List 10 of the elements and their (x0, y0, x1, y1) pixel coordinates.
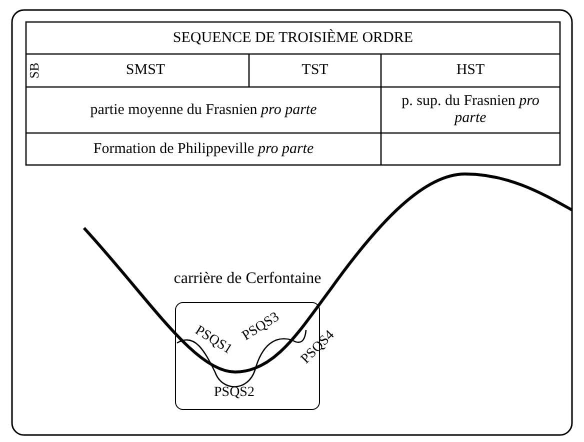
column-header: HST (456, 62, 485, 79)
table-header: SEQUENCE DE TROISIÈME ORDRE (172, 30, 414, 46)
table-cell: partie moyenne du Frasnien pro parte (90, 102, 317, 118)
sequence-label: PSQS2 (214, 385, 254, 401)
site-name: carrière de Cerfontaine (172, 270, 322, 288)
column-header: SB (26, 62, 42, 78)
column-header: SMST (126, 62, 166, 79)
column-header: TST (302, 62, 328, 79)
table-cell: Formation de Philippeville pro parte (93, 140, 314, 158)
table-cell: p. sup. du Frasnien pro parte (400, 93, 540, 127)
